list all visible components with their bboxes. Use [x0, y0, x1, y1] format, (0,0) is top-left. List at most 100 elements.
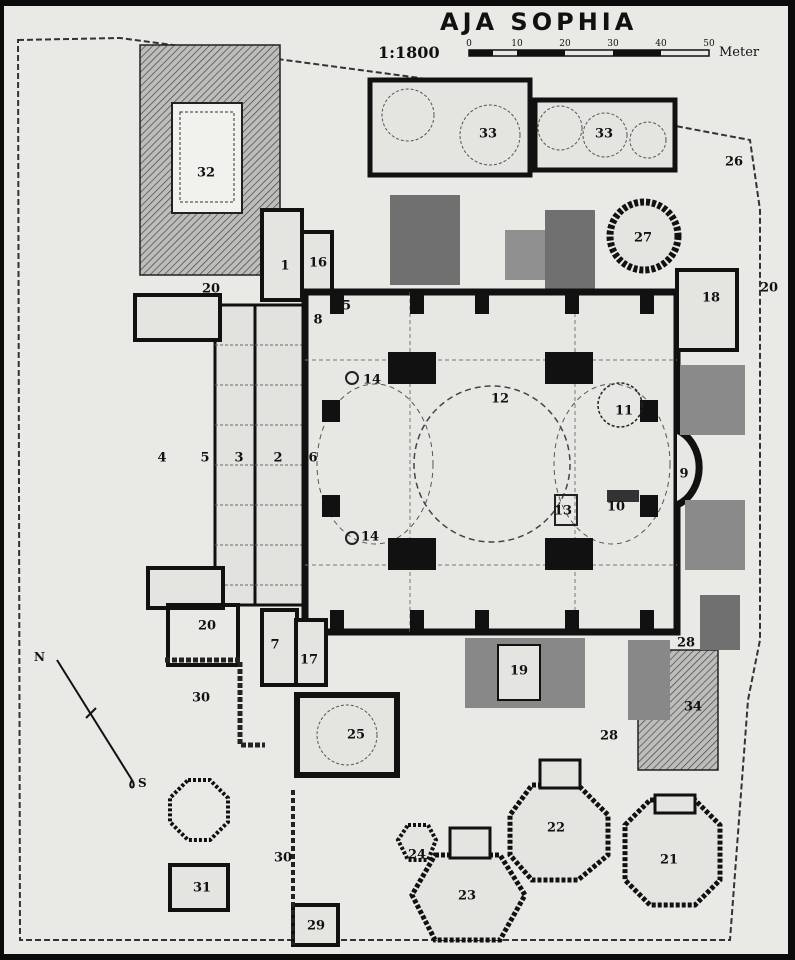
main-dome	[413, 385, 571, 543]
baptistery-27	[606, 198, 682, 274]
room-19	[497, 644, 541, 701]
label-30-west: 30	[191, 690, 211, 706]
label-28-east: 28	[676, 635, 696, 651]
tomb-21	[622, 797, 723, 908]
label-3: 3	[234, 450, 244, 466]
label-1: 1	[280, 258, 290, 274]
room-17	[294, 618, 328, 687]
label-33-east: 33	[594, 126, 614, 142]
building-29	[291, 903, 340, 947]
compass-south-label: S	[138, 776, 147, 790]
label-19: 19	[509, 663, 529, 679]
label-28: 28	[599, 728, 619, 744]
scale-tick-40: 40	[655, 39, 667, 49]
label-33-west: 33	[478, 126, 498, 142]
grey-block-north-2	[545, 210, 595, 290]
label-15: 15	[332, 298, 352, 314]
label-20-ne: 20	[759, 280, 779, 296]
label-6: 6	[308, 450, 318, 466]
label-18: 18	[701, 290, 721, 306]
dome-33d	[582, 112, 628, 158]
urn-14-south	[345, 531, 359, 545]
label-29: 29	[306, 918, 326, 934]
west-wing-north	[133, 293, 222, 342]
label-16: 16	[308, 255, 328, 271]
ramp-1	[260, 208, 304, 302]
aisle-lines	[305, 292, 677, 632]
map-title: AJA SOPHIA	[440, 8, 638, 36]
medrese-33-west	[367, 77, 533, 178]
label-32: 32	[196, 165, 216, 181]
west-semidome	[316, 383, 434, 545]
main-church	[301, 288, 681, 636]
annex-18	[675, 268, 739, 352]
label-17: 17	[299, 652, 319, 668]
scale-unit: Meter	[719, 45, 760, 60]
tomb-22-porch	[538, 758, 582, 790]
label-9: 9	[679, 466, 689, 482]
pier-se	[545, 538, 593, 570]
label-14-north: 14	[362, 372, 382, 388]
fountain-inner-line	[179, 111, 235, 203]
label-22: 22	[546, 820, 566, 836]
pier-ne	[545, 352, 593, 384]
compass-north-label: N	[34, 650, 45, 664]
east-grey-block-3	[700, 595, 740, 650]
label-24: 24	[407, 847, 427, 863]
buttress-piers	[322, 292, 658, 632]
tomb-25	[294, 692, 400, 778]
apse-9	[675, 426, 703, 509]
east-grey-block-1	[680, 365, 745, 435]
platform-10	[607, 490, 639, 502]
scale-tick-20: 20	[559, 39, 571, 49]
scale-tick-50: 50	[703, 39, 715, 49]
dome-33a	[381, 88, 435, 142]
label-7: 7	[270, 637, 280, 653]
tomb-24	[395, 823, 439, 862]
building-31	[168, 863, 230, 912]
label-2: 2	[273, 450, 283, 466]
esonarthex-2	[253, 303, 307, 607]
label-31: 31	[192, 880, 212, 896]
tomb-23	[409, 852, 528, 943]
grey-block-north-3	[505, 230, 545, 280]
grey-block-north-1	[390, 195, 460, 285]
exonarthex-3	[213, 303, 257, 607]
wall-30	[165, 657, 265, 748]
label-34: 34	[683, 699, 703, 715]
label-13: 13	[553, 503, 573, 519]
tomb-23-porch	[448, 826, 492, 860]
room-20-south	[166, 603, 240, 667]
south-grey-block	[628, 640, 670, 720]
narthex-bays	[215, 344, 305, 586]
label-14-south: 14	[360, 529, 380, 545]
tomb-22	[507, 782, 611, 883]
label-5: 5	[200, 450, 210, 466]
east-grey-block-2	[685, 500, 745, 570]
label-4: 4	[157, 450, 167, 466]
label-11: 11	[614, 403, 634, 419]
west-wing-south	[146, 566, 225, 610]
fountain-enclosure-32	[171, 102, 243, 214]
dome-33c	[537, 105, 583, 151]
label-26: 26	[724, 154, 744, 170]
pier-nw	[388, 352, 436, 384]
scale-bar	[468, 49, 710, 57]
medrese-33-east	[532, 97, 678, 173]
dome-33b	[459, 104, 521, 166]
scale-tick-10: 10	[511, 39, 523, 49]
label-25: 25	[346, 727, 366, 743]
label-20-sw: 20	[197, 618, 217, 634]
loge-11	[597, 382, 643, 428]
label-20-nw: 20	[201, 281, 221, 297]
precinct-boundary	[16, 36, 761, 941]
tomb-21-porch	[653, 793, 697, 815]
label-8: 8	[313, 312, 323, 328]
north-arrow	[56, 659, 135, 789]
label-21: 21	[659, 852, 679, 868]
scale-tick-0: 0	[466, 39, 472, 49]
tomb-25-dome	[316, 704, 378, 766]
urn-14-north	[345, 371, 359, 385]
